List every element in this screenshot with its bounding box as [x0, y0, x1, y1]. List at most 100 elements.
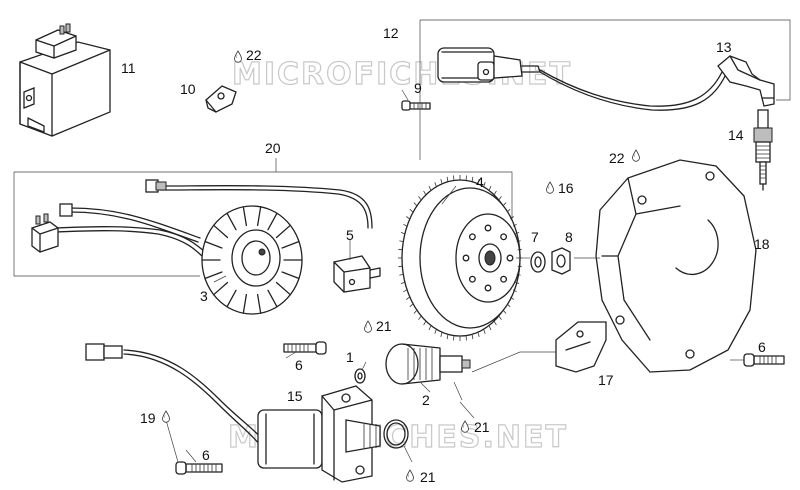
flywheel-hole	[484, 284, 492, 292]
flywheel-tooth	[493, 190, 497, 196]
callout-6-bottom: 6	[202, 447, 210, 463]
callout-3: 3	[200, 288, 208, 304]
flywheel-tooth	[512, 223, 517, 227]
callout-5: 5	[346, 227, 354, 243]
stator-fin	[226, 289, 237, 308]
stator-fin	[226, 212, 237, 231]
flywheel-tooth	[399, 240, 404, 243]
callout-15: 15	[287, 388, 303, 404]
stator-fin	[256, 206, 262, 227]
flywheel-hole	[506, 254, 514, 262]
pickup-sensor-part	[333, 240, 381, 293]
flywheel-tooth	[506, 303, 511, 308]
flywheel-tooth	[517, 265, 522, 268]
stator-fin	[275, 281, 291, 296]
callout-17: 17	[598, 372, 614, 388]
flywheel-tooth	[434, 329, 437, 334]
stator-fin	[242, 206, 248, 227]
flywheel-tooth	[502, 309, 507, 314]
starter-motor-part	[85, 343, 409, 483]
flywheel-hole	[468, 275, 476, 283]
flywheel-tooth	[398, 248, 403, 251]
spark-plug-cap-part	[717, 55, 775, 107]
flywheel-tooth	[471, 334, 474, 340]
flywheel-tooth	[413, 202, 418, 207]
flywheel-hole	[462, 254, 470, 262]
flywheel-hole	[484, 224, 492, 232]
stator-fin	[213, 224, 229, 239]
stator-fin	[204, 271, 223, 280]
stator-fin	[204, 240, 223, 249]
flywheel-tooth	[516, 240, 521, 243]
flywheel-tooth	[515, 281, 520, 284]
callout-21-top: 21	[376, 318, 392, 334]
flywheel-cover-part	[595, 159, 757, 373]
screw-part-9	[401, 100, 431, 111]
cover-plate-part	[471, 321, 607, 373]
flywheel-tooth	[512, 289, 517, 293]
screw-part-6b	[175, 461, 223, 475]
flywheel-tooth	[423, 320, 427, 326]
flywheel-tooth	[446, 334, 449, 340]
flywheel-tooth	[413, 309, 418, 314]
flywheel-tooth	[406, 296, 411, 300]
washer-part-7	[530, 251, 546, 273]
nut-part-8	[551, 247, 571, 275]
flywheel-tooth	[483, 182, 486, 187]
flywheel-tooth	[483, 329, 486, 334]
flywheel-tooth	[477, 178, 480, 184]
flywheel-tooth	[471, 176, 474, 182]
flywheel-hole	[468, 233, 476, 241]
callout-22-right: 22	[609, 150, 625, 166]
callout-16: 16	[558, 180, 574, 196]
washer-part-1	[354, 368, 366, 384]
stator-wiring-part	[31, 179, 373, 263]
callout-7: 7	[531, 229, 539, 245]
screw-part-6c	[743, 353, 785, 367]
flywheel-hole	[500, 233, 508, 241]
flywheel-tooth	[502, 202, 507, 207]
callout-2: 2	[422, 392, 430, 408]
cdi-unit-part	[19, 23, 111, 137]
ignition-coil-part	[419, 19, 791, 160]
callout-8: 8	[565, 229, 573, 245]
stator-fin	[256, 293, 262, 314]
flywheel-tooth	[509, 296, 514, 300]
flywheel-tooth	[398, 265, 403, 268]
callout-6-right: 6	[758, 339, 766, 355]
flywheel-tooth	[403, 289, 408, 293]
bracket-part-10	[205, 85, 237, 113]
callout-10: 10	[180, 81, 196, 97]
flywheel-tooth	[409, 303, 414, 308]
stator-fin	[281, 271, 300, 280]
callout-18: 18	[754, 236, 770, 252]
starter-bendix-part	[385, 343, 471, 385]
callout-21-middle: 21	[474, 419, 490, 435]
callout-13: 13	[716, 39, 732, 55]
flywheel-tooth	[428, 185, 432, 191]
stator-fin	[281, 240, 300, 249]
flywheel-tooth	[506, 208, 511, 213]
callout-6-middle: 6	[295, 357, 303, 373]
flywheel-tooth	[403, 223, 408, 227]
stator-fin	[267, 212, 278, 231]
callout-20: 20	[265, 140, 281, 156]
callout-9: 9	[414, 80, 422, 96]
flywheel-tooth	[516, 273, 521, 276]
flywheel-tooth	[409, 208, 414, 213]
flywheel-tooth	[446, 176, 449, 182]
flywheel-tooth	[498, 315, 502, 320]
flywheel-tooth	[418, 315, 422, 320]
callout-21-bottom: 21	[420, 469, 436, 485]
stator-fin	[242, 293, 248, 314]
flywheel-tooth	[515, 232, 520, 235]
callout-11: 11	[121, 60, 136, 76]
callout-22-top: 22	[246, 47, 262, 63]
stator-fin	[213, 281, 229, 296]
callout-19: 19	[140, 410, 156, 426]
stator-fin	[275, 224, 291, 239]
flywheel-tooth	[406, 216, 411, 220]
flywheel-tooth	[498, 196, 502, 201]
flywheel-tooth	[434, 182, 437, 187]
flywheel-tooth	[440, 332, 443, 338]
